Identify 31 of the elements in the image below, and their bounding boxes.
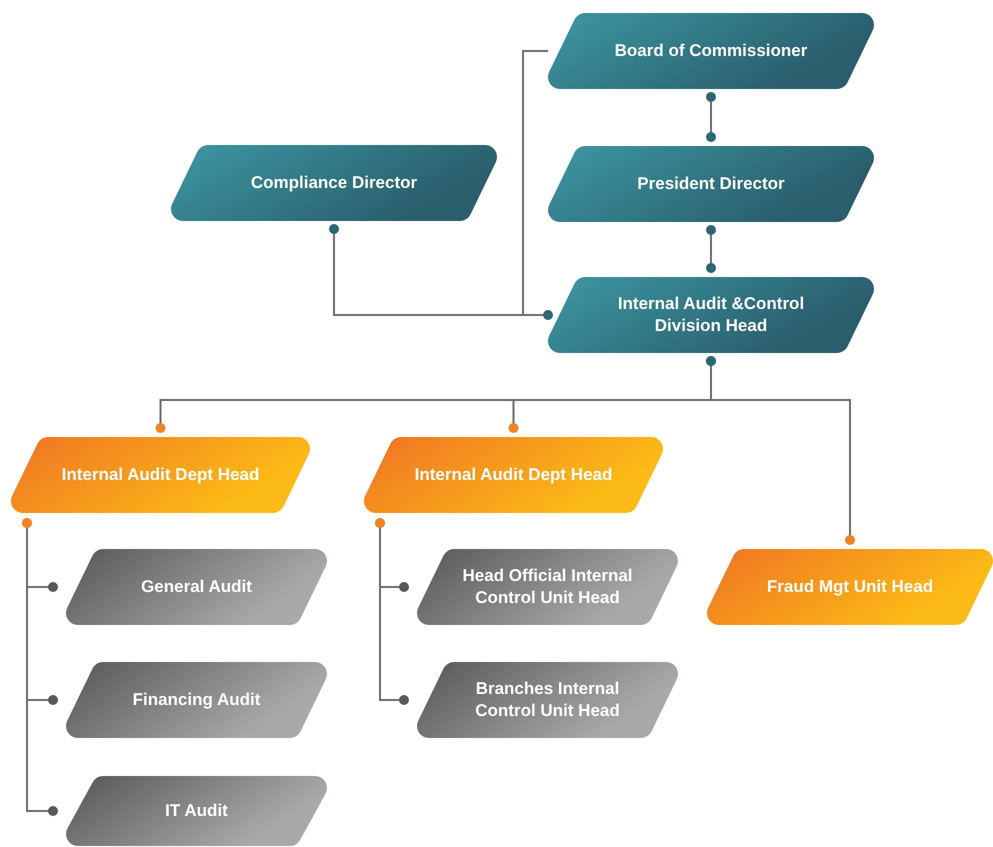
connector-line	[329, 224, 553, 320]
org-chart-box	[548, 277, 874, 353]
org-chart-box	[417, 549, 678, 625]
org-chart-box	[548, 146, 874, 222]
box-title: President Director	[637, 173, 785, 195]
org-chart-box	[417, 662, 678, 738]
box-title: Compliance Director	[250, 172, 418, 194]
org-chart-box	[66, 776, 327, 846]
org-chart-box	[548, 13, 874, 89]
box-title: Internal Audit &Control Division Head	[616, 293, 806, 337]
org-chart-box	[707, 549, 993, 625]
org-chart-box	[66, 662, 327, 738]
box-title: Branches Internal Control Unit Head	[474, 678, 621, 722]
connector-line	[22, 518, 58, 816]
box-title: IT Audit	[165, 800, 228, 822]
box-title: Financing Audit	[132, 689, 260, 711]
connector-line	[706, 356, 855, 545]
connector-line	[522, 50, 548, 316]
box-title: Internal Audit Dept Head	[414, 464, 612, 486]
connector-line	[706, 225, 716, 273]
connector-line	[706, 92, 716, 142]
org-chart-box	[66, 549, 327, 625]
box-title: Fraud Mgt Unit Head	[766, 576, 934, 598]
connector-line	[375, 518, 409, 705]
org-chart-box	[171, 145, 497, 221]
box-title: Board of Commissioner	[614, 40, 808, 62]
box-title: General Audit	[141, 576, 252, 598]
org-chart-box	[364, 437, 663, 513]
box-title: Head Official Internal Control Unit Head	[461, 565, 634, 609]
org-chart-box	[11, 437, 310, 513]
box-title: Internal Audit Dept Head	[62, 464, 260, 486]
